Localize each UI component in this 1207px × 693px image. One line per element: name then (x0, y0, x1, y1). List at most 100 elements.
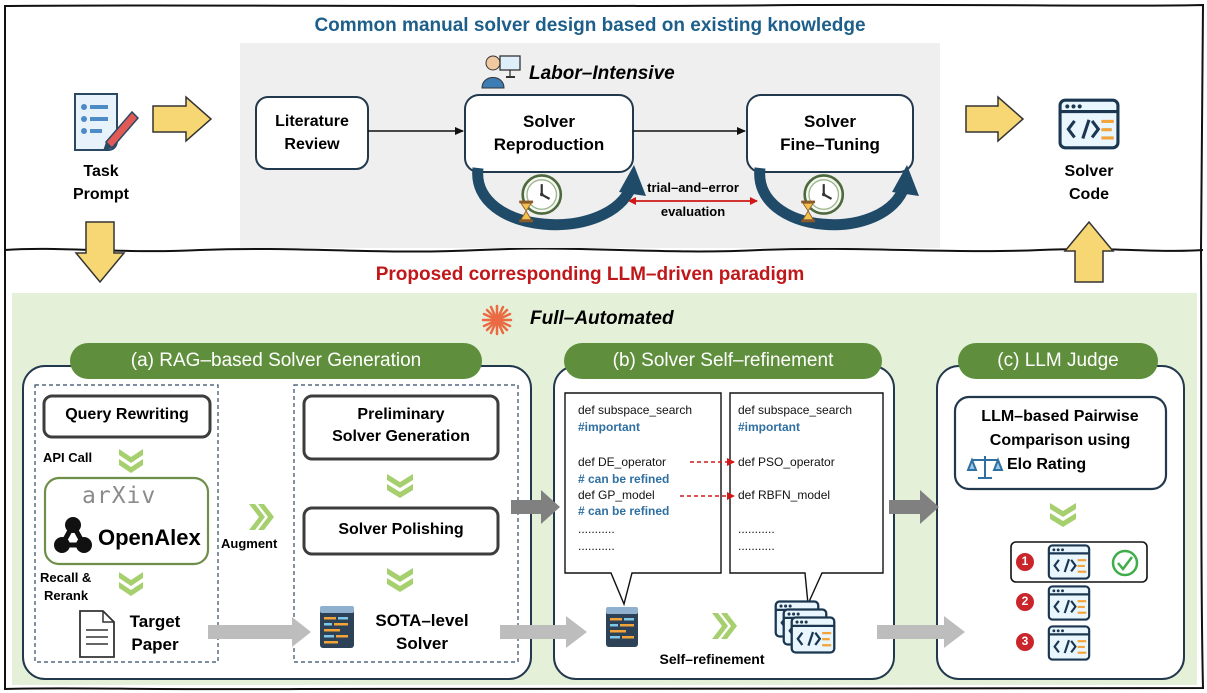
rank-1-number: 1 (1021, 554, 1029, 568)
preliminary-box (302, 394, 500, 461)
task-label-line2: Prompt (73, 186, 129, 203)
openalex-label: OpenAlex (98, 525, 201, 550)
yellow-arrow-right-1 (152, 95, 213, 143)
panel-a-title: (a) RAG–based Solver Generation (130, 350, 422, 371)
solver-code-line2: Code (1069, 186, 1109, 203)
pairwise-box (953, 395, 1168, 491)
generation-column (293, 384, 519, 663)
rank-3-number: 3 (1021, 634, 1029, 648)
openalex-logo-icon (54, 517, 92, 553)
checkmark-icon (1111, 549, 1139, 577)
solver-reproduction-box (464, 94, 634, 173)
rank-2-code-icon (1047, 585, 1091, 621)
chevrons-right (249, 504, 737, 639)
preliminary-line2: Solver Generation (332, 428, 470, 445)
outer-frame (3, 3, 1205, 691)
rank-3-code-icon (1047, 625, 1091, 661)
preliminary-line1: Preliminary (357, 406, 445, 423)
literature-review-box (255, 96, 369, 170)
solver-code-icon (1058, 98, 1120, 150)
panel-b-title-pill (564, 343, 882, 379)
augment-label: Augment (221, 536, 278, 551)
right-code-ellipsis: ........... (738, 522, 775, 536)
repro-loop-arrow (472, 167, 638, 231)
literature-review-line1: Literature (275, 113, 349, 130)
solver-code-line1: Solver (1064, 163, 1114, 180)
dark-arrow-b-to-c (889, 490, 939, 524)
burst-icon (481, 304, 513, 336)
labor-intensive-label: Labor–Intensive (529, 63, 675, 84)
panel-a-title-pill (70, 343, 482, 379)
programmer-icon (481, 55, 521, 89)
gray-arrow-refine-to-judge (877, 616, 965, 648)
code-callout-right (729, 392, 884, 607)
pairwise-line3: Elo Rating (1007, 456, 1087, 473)
left-code-comment: #important (578, 420, 641, 434)
rank-2-badge (1016, 593, 1034, 611)
right-code-comment: #important (738, 420, 801, 434)
query-rewriting-box (42, 394, 212, 439)
right-code-ellipsis: ........... (738, 539, 775, 553)
solver-fine-tuning-box (746, 94, 914, 173)
yellow-arrow-down (74, 221, 126, 284)
solver-fine-tuning-line2: Fine–Tuning (780, 135, 880, 154)
trial-error-line2: evaluation (660, 204, 726, 219)
trial-error-line1: trial–and–error (647, 180, 739, 195)
chevrons-down (119, 449, 1076, 596)
panel-b-title: (b) Solver Self–refinement (612, 350, 834, 371)
left-code-comment: # can be refined (578, 504, 670, 518)
left-code-comment: # can be refined (578, 472, 670, 486)
finetune-loop-arrow (754, 167, 911, 231)
left-code-line: def subspace_search (578, 403, 693, 417)
self-refinement-label: Self–refinement (659, 651, 765, 667)
top-section-title: Common manual solver design based on exi… (314, 15, 866, 36)
recall-rerank-line1: Recall & (40, 570, 92, 585)
balance-icon (966, 456, 1004, 479)
right-code-line: def subspace_search (738, 403, 853, 417)
left-code-ellipsis: ........... (578, 522, 615, 536)
pairwise-line1: LLM–based Pairwise (981, 408, 1139, 425)
solver-reproduction-line2: Reproduction (493, 135, 605, 154)
section-divider (4, 247, 1204, 253)
yellow-arrow-up (1063, 220, 1115, 283)
gray-arrow-paper-to-sota (208, 617, 311, 647)
recall-rerank-line2: Rerank (44, 588, 89, 603)
rank-1-code-icon (1047, 544, 1091, 580)
sota-code-icon (320, 606, 354, 648)
dark-arrow-a-to-b (511, 490, 560, 524)
code-window-icon-front (790, 616, 836, 654)
api-call-label: API Call (43, 450, 93, 465)
full-automated-label: Full–Automated (530, 308, 674, 329)
target-paper-line2: Paper (131, 635, 179, 654)
left-code-ellipsis: ........... (578, 539, 615, 553)
code-callout-left (564, 392, 722, 607)
gray-arrow-sota-to-refine (500, 616, 587, 648)
left-code-line: def DE_operator (578, 455, 667, 469)
panel-c-title: (c) LLM Judge (997, 350, 1119, 371)
task-prompt-icon (74, 93, 140, 151)
paper-icon (79, 610, 115, 658)
bottom-section-title: Proposed corresponding LLM–driven paradi… (375, 264, 805, 285)
retrieval-column (34, 384, 219, 663)
literature-review-line2: Review (284, 136, 340, 153)
solver-fine-tuning-line1: Solver (804, 112, 856, 131)
target-paper-line1: Target (129, 612, 181, 631)
query-rewriting-label: Query Rewriting (65, 406, 189, 423)
solver-reproduction-line1: Solver (523, 112, 575, 131)
task-label-line1: Task (83, 163, 119, 180)
refine-code-icon (606, 607, 638, 647)
sota-line2: Solver (396, 634, 448, 653)
rank-3-badge (1016, 633, 1034, 651)
right-code-line: def PSO_operator (738, 455, 835, 469)
panel-c-title-pill (958, 343, 1158, 379)
polishing-box (302, 506, 500, 556)
polishing-label: Solver Polishing (338, 521, 464, 538)
arxiv-logo: arXiv (82, 483, 157, 509)
pairwise-line2: Comparison using (989, 432, 1131, 449)
rank-1-badge (1016, 553, 1034, 571)
sota-line1: SOTA–level (375, 611, 469, 630)
rank-2-number: 2 (1021, 594, 1029, 608)
left-code-line: def GP_model (578, 488, 655, 502)
